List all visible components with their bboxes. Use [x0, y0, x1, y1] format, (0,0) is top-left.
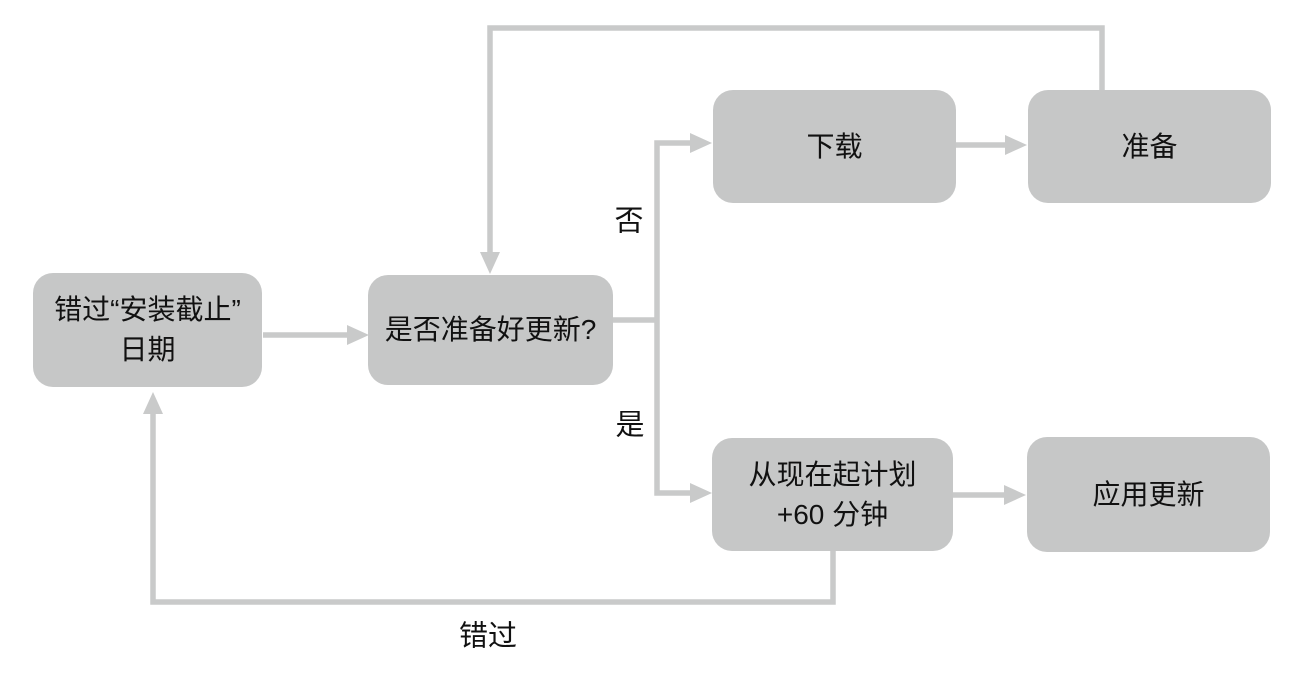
node-schedule-plus-60-min: 从现在起计划 +60 分钟 [712, 438, 953, 551]
node-prepare: 准备 [1028, 90, 1271, 203]
node-apply-update: 应用更新 [1027, 437, 1270, 552]
node-text-line: 从现在起计划 [748, 458, 917, 490]
node-ready-to-update: 是否准备好更新? [368, 275, 613, 385]
node-text-line: 日期 [119, 334, 176, 365]
connector-branch-no-to-download [654, 133, 712, 320]
edge-label-yes: 是 [615, 409, 645, 442]
node-download: 下载 [713, 90, 956, 203]
connector-schedule-missed-loop-to-start [143, 392, 836, 605]
edge-label-missed: 错过 [458, 620, 518, 653]
node-missed-install-deadline: 错过“安装截止” 日期 [33, 273, 262, 387]
node-text-line: 下载 [806, 130, 863, 162]
node-text-line: 是否准备好更新? [384, 314, 597, 345]
node-text-line: +60 分钟 [776, 498, 889, 530]
connector-prepare-loop-to-ready [480, 25, 1105, 274]
connector-branch-yes-to-schedule [654, 320, 712, 503]
node-text-line: 应用更新 [1092, 478, 1205, 510]
node-text-line: 准备 [1121, 130, 1178, 162]
node-text-line: 错过“安装截止” [54, 294, 241, 325]
edge-label-no: 否 [614, 205, 644, 238]
